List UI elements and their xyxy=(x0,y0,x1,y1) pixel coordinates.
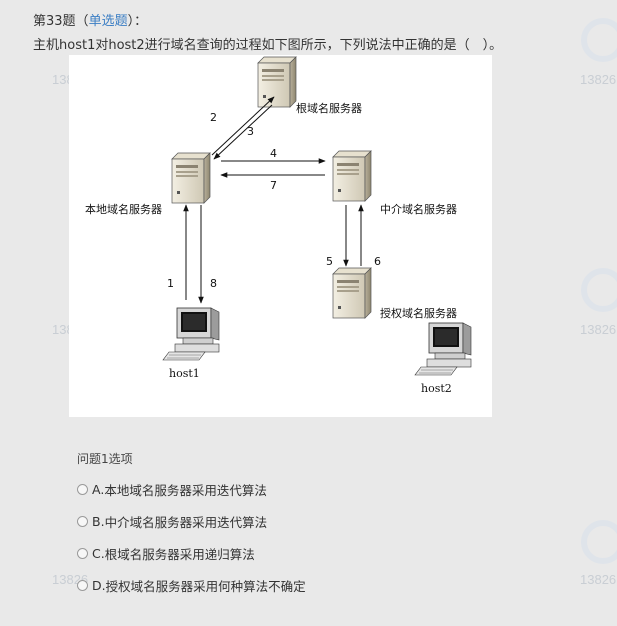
watermark-text: 13826 xyxy=(580,72,617,87)
option-a-text: 本地域名服务器采用迭代算法 xyxy=(104,483,267,498)
option-b[interactable]: B.中介域名服务器采用迭代算法 xyxy=(77,512,267,531)
arrow-label-5: 5 xyxy=(326,255,333,268)
question-type-close: ）： xyxy=(127,14,148,29)
arrow-label-4: 4 xyxy=(270,147,277,160)
option-c-letter: C. xyxy=(92,546,105,561)
option-d-letter: D. xyxy=(92,578,106,593)
host2-computer-icon xyxy=(414,322,472,376)
host2-label: host2 xyxy=(421,382,452,395)
option-d-radio[interactable] xyxy=(77,580,88,591)
watermark-logo xyxy=(581,268,617,312)
host1-computer-icon xyxy=(162,307,220,361)
arrow-label-3: 3 xyxy=(247,125,254,138)
arrow-label-1: 1 xyxy=(167,277,174,290)
arrow-label-8: 8 xyxy=(210,277,217,290)
option-c-radio[interactable] xyxy=(77,548,88,559)
option-b-radio[interactable] xyxy=(77,516,88,527)
watermark-logo xyxy=(581,520,617,564)
option-c-text: 根域名服务器采用递归算法 xyxy=(104,547,255,562)
question-type-open: （ xyxy=(75,14,89,29)
watermark-logo xyxy=(581,18,617,62)
intermediate-server-icon xyxy=(332,150,372,202)
option-d[interactable]: D.授权域名服务器采用何种算法不确定 xyxy=(77,576,306,595)
option-b-text: 中介域名服务器采用迭代算法 xyxy=(104,515,268,530)
intermediate-server-label: 中介域名服务器 xyxy=(380,202,457,216)
local-server-icon xyxy=(171,152,211,204)
arrow-label-6: 6 xyxy=(374,255,381,268)
authoritative-server-label: 授权域名服务器 xyxy=(380,306,457,320)
option-a-letter: A. xyxy=(92,482,105,497)
arrow-3 xyxy=(213,104,273,160)
option-a[interactable]: A.本地域名服务器采用迭代算法 xyxy=(77,480,267,499)
watermark-text: 13826 xyxy=(580,322,617,337)
root-server-label: 根域名服务器 xyxy=(296,101,362,115)
option-d-text: 授权域名服务器采用何种算法不确定 xyxy=(105,579,306,594)
authoritative-server-icon xyxy=(332,267,372,319)
dns-query-diagram: 2 3 4 7 1 8 5 6 根域名服务器 本地域名服务器 中介域名服务器 授… xyxy=(69,55,492,417)
root-server-icon xyxy=(257,56,297,108)
question-number: 第33题 xyxy=(33,14,76,29)
question-type: 单选题 xyxy=(88,14,128,29)
arrow-2 xyxy=(211,96,275,156)
watermark-text: 13826 xyxy=(580,572,617,587)
question-title: 第33题（单选题）： xyxy=(33,10,147,29)
arrow-label-2: 2 xyxy=(210,111,217,124)
options-group-label: 问题1选项 xyxy=(77,452,133,466)
option-c[interactable]: C.根域名服务器采用递归算法 xyxy=(77,544,255,563)
option-b-letter: B. xyxy=(92,514,105,529)
local-server-label: 本地域名服务器 xyxy=(85,202,162,216)
option-a-radio[interactable] xyxy=(77,484,88,495)
arrow-label-7: 7 xyxy=(270,179,277,192)
question-stem: 主机host1对host2进行域名查询的过程如下图所示，下列说法中正确的是（ ）… xyxy=(33,38,503,53)
host1-label: host1 xyxy=(169,367,200,380)
